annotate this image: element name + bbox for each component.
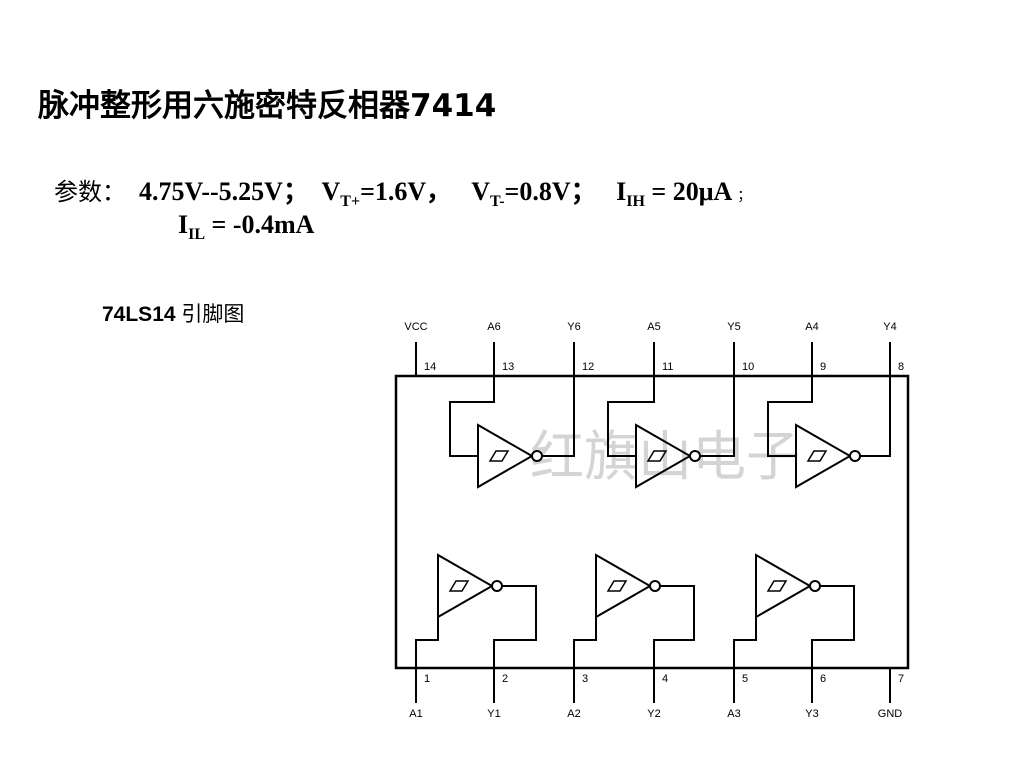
pin-name-label: GND (878, 708, 903, 720)
wire (767, 376, 813, 457)
pin-number-label: 13 (502, 361, 514, 373)
vt-plus: VT+=1.6V， (321, 177, 453, 210)
separator: ； (737, 189, 752, 204)
pin-number-label: 9 (820, 361, 826, 373)
pin-name-label: A6 (487, 321, 500, 333)
wire (653, 585, 695, 668)
separator: ； (282, 177, 309, 206)
schmitt-hysteresis-icon (488, 450, 510, 462)
pin-name-label: A3 (727, 708, 740, 720)
supply-range: 4.75V--5.25V (139, 177, 283, 206)
pin-name-label: Y5 (727, 321, 740, 333)
pin-number-label: 8 (898, 361, 904, 373)
wire (733, 586, 757, 668)
pin-number-label: 1 (424, 673, 430, 685)
iil: IIL = -0.4mA (178, 210, 315, 243)
pin-name-label: A5 (647, 321, 660, 333)
wire (573, 586, 597, 668)
pinout-subtitle: 74LS14 引脚图 (102, 298, 244, 328)
pin-name-label: Y4 (883, 321, 896, 333)
pinout-label: 引脚图 (181, 302, 245, 326)
chip-body (394, 374, 910, 670)
inverter-bubble (689, 450, 701, 462)
pin-name-label: A4 (805, 321, 818, 333)
schmitt-hysteresis-icon (448, 580, 470, 592)
pin-number-label: 7 (898, 673, 904, 685)
pin-name-label: A1 (409, 708, 422, 720)
wire (493, 585, 537, 668)
wire (542, 376, 575, 457)
pin-number-label: 6 (820, 673, 826, 685)
pin-number-label: 12 (582, 361, 594, 373)
wire (811, 585, 855, 668)
page-title: 脉冲整形用六施密特反相器7414 (38, 88, 497, 124)
pin-name-label: Y3 (805, 708, 818, 720)
pin-number-label: 5 (742, 673, 748, 685)
wire (415, 586, 439, 668)
wire (607, 376, 655, 457)
params-label: 参数： (54, 178, 126, 206)
wire (700, 376, 735, 457)
inverter-bubble (531, 450, 543, 462)
inverter-bubble (649, 580, 661, 592)
schmitt-hysteresis-icon (646, 450, 668, 462)
inverter-bubble (809, 580, 821, 592)
inverter-bubble (849, 450, 861, 462)
pin-name-label: Y6 (567, 321, 580, 333)
wire (860, 376, 891, 457)
pin-name-label: A2 (567, 708, 580, 720)
pin-number-label: 14 (424, 361, 436, 373)
pin-number-label: 4 (662, 673, 668, 685)
part-number: 74LS14 (102, 303, 176, 326)
pin-number-label: 10 (742, 361, 754, 373)
pin-number-label: 2 (502, 673, 508, 685)
schmitt-hysteresis-icon (606, 580, 628, 592)
pin-name-label: Y2 (647, 708, 660, 720)
pin-name-label: Y1 (487, 708, 500, 720)
pin-number-label: 11 (662, 361, 673, 373)
pin-number-label: 3 (582, 673, 588, 685)
wire (449, 376, 495, 457)
parameters-line: 参数： 4.75V--5.25V； VT+=1.6V， VT-=0.8V； II… (54, 172, 751, 217)
schmitt-hysteresis-icon (766, 580, 788, 592)
pin-name-label: VCC (404, 321, 427, 333)
vt-minus: VT-=0.8V； (471, 177, 597, 210)
iih: IIH = 20μA (616, 177, 731, 210)
schmitt-hysteresis-icon (806, 450, 828, 462)
inverter-bubble (491, 580, 503, 592)
